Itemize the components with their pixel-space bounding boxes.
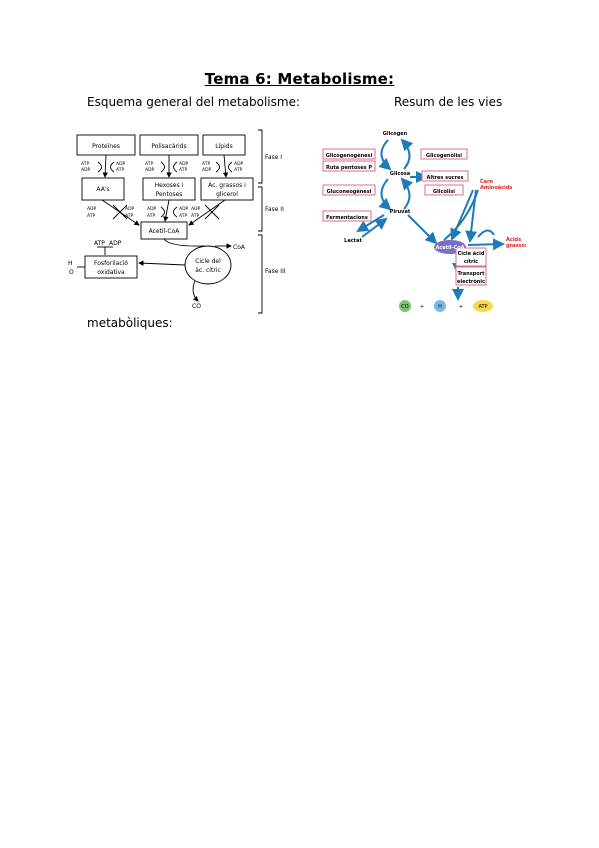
subtitle-general-scheme: Esquema general del metabolisme: <box>87 95 300 109</box>
node-oxidative-phosphorylation-line1: Fosforilació <box>94 260 128 267</box>
fermentation-box: Fermentacions <box>326 215 368 221</box>
node-fatty-acids-line2: glicerol <box>216 191 238 198</box>
node-polysaccharides: Polisacàrids <box>151 143 186 150</box>
subtitle-continuation: metabòliques: <box>87 316 173 330</box>
pyruvate-label: Piruvat <box>390 209 411 215</box>
gluconeogenesis-box: Gluconeogènesi <box>327 188 372 195</box>
plus-sign: + <box>420 304 424 310</box>
fatty-acids-line1: Àcids <box>506 236 521 243</box>
adp-small: ADP <box>81 167 91 173</box>
adp-small: ADP <box>234 161 244 167</box>
meat-label: Carn <box>480 179 494 185</box>
node-citric-cycle-line2: àc. cítric <box>195 267 221 274</box>
node-hexoses-line1: Hexoses i <box>155 182 184 189</box>
atp-small: ATP <box>145 161 153 167</box>
adp-small: ADP <box>116 161 126 167</box>
atp-small: ATP <box>125 213 133 219</box>
co2-product <box>399 300 411 312</box>
amino-acids-label: Aminoàcids <box>480 184 512 191</box>
co2-text: CO <box>401 304 408 310</box>
adp-small: ADP <box>125 206 135 212</box>
fatty-acids-line2: grassos <box>506 243 526 249</box>
atp-small: ATP <box>179 213 187 219</box>
atp-label-fosfo: ATP <box>94 240 105 247</box>
phase-2-label: Fase II <box>265 206 284 213</box>
atp-small: ATP <box>191 213 199 219</box>
atp-text: ATP <box>478 304 487 310</box>
atp-small: ATP <box>147 213 155 219</box>
adp-small: ADP <box>202 167 212 173</box>
adp-small: ADP <box>179 161 189 167</box>
node-oxidative-phosphorylation-line2: oxidativa <box>97 269 125 276</box>
citric-cycle-line1: Cicle àcid <box>458 250 485 257</box>
atp-small: ATP <box>234 167 242 173</box>
h2o-label: H <box>68 260 73 267</box>
glucose-label: Glicosa <box>390 171 410 177</box>
adp-small: ADP <box>87 206 97 212</box>
adp-small: ADP <box>179 206 189 212</box>
glycogen-label: Glicogen <box>383 131 408 137</box>
glycogenolysis-box: Glicogenòlisi <box>426 152 462 159</box>
o2-label: O <box>69 269 74 276</box>
atp-product <box>473 300 493 312</box>
metabolic-pathways-summary: Glicogen Glicosa Piruvat Lactat Acetil-C… <box>322 131 526 312</box>
atp-small: ATP <box>81 161 89 167</box>
coa-label: CoA <box>233 244 246 251</box>
node-citric-cycle-line1: Cicle del <box>195 258 221 265</box>
glycogenogenesis-box: Glicogenogènesi <box>326 152 373 159</box>
node-proteins: Proteïnes <box>92 143 120 150</box>
phase-1-label: Fase I <box>265 154 282 161</box>
node-acetyl-coa: Acetil-CoA <box>149 228 181 235</box>
adp-small: ADP <box>147 206 157 212</box>
citric-cycle-line2: cítric <box>464 258 478 265</box>
adp-small: ADP <box>145 167 155 173</box>
electron-transport-line2: electrònic <box>457 278 485 285</box>
acetyl-coa-label: Acetil-CoA <box>435 245 464 251</box>
pentose-pathway-box: Ruta pentoses P <box>326 165 372 171</box>
node-fatty-acids-line1: Àc. grassos i <box>208 182 246 189</box>
co2-label: CO <box>192 303 201 310</box>
h2o-text: H <box>438 304 442 310</box>
glycolysis-box: Glicòlisi <box>433 188 455 195</box>
h2o-product <box>434 300 446 312</box>
lactate-label: Lactat <box>344 238 362 244</box>
subtitle-pathways-summary: Resum de les vies <box>394 95 503 109</box>
atp-small: ATP <box>202 161 210 167</box>
plus-sign: + <box>459 304 463 310</box>
atp-small: ATP <box>116 167 124 173</box>
atp-small: ATP <box>179 167 187 173</box>
metabolism-general-scheme: Proteïnes Polisacàrids Lípids AA's Hexos… <box>68 129 286 314</box>
page-title: Tema 6: Metabolisme: <box>204 70 395 88</box>
phase-3-label: Fase III <box>265 268 286 275</box>
atp-small: ATP <box>87 213 95 219</box>
electron-transport-line1: Transport <box>457 271 485 277</box>
adp-label-fosfo: ADP <box>109 240 122 247</box>
node-amino-acids: AA's <box>96 186 109 193</box>
node-hexoses-line2: Pentoses <box>156 191 183 198</box>
node-lipids: Lípids <box>215 143 232 150</box>
adp-small: ADP <box>191 206 201 212</box>
other-sugars-box: Altres sucres <box>427 175 464 181</box>
